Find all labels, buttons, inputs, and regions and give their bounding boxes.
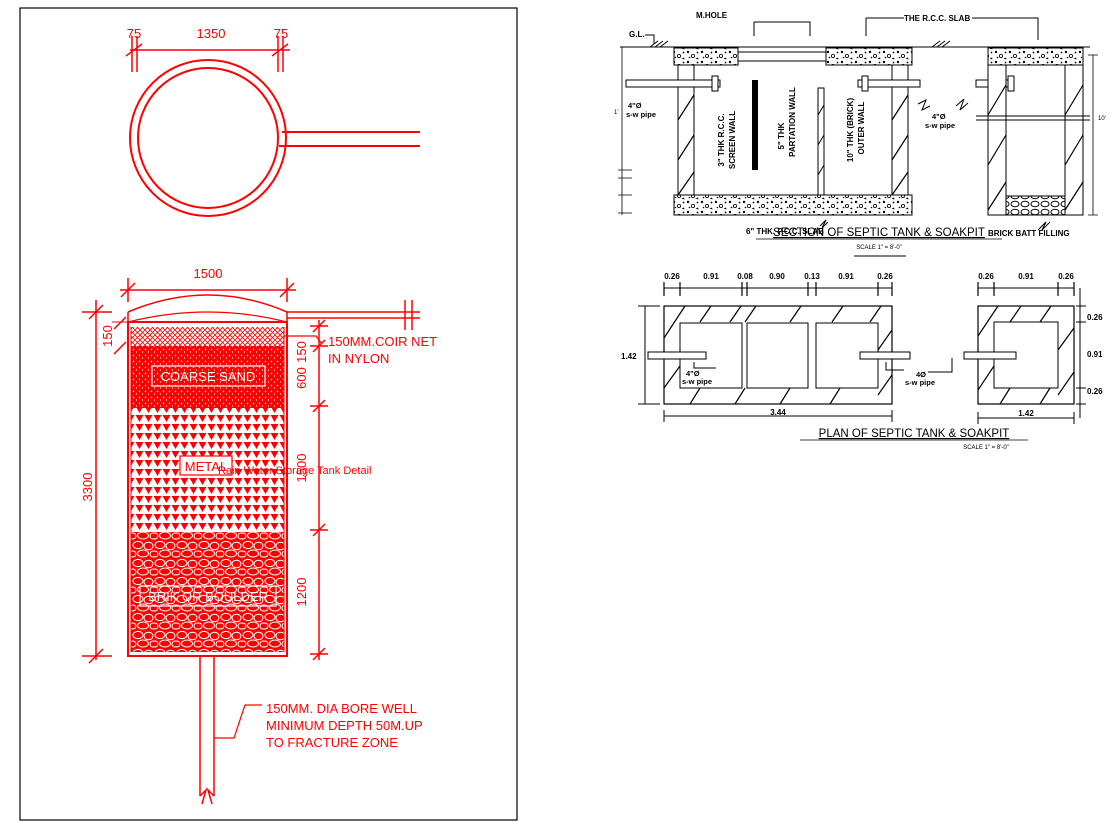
plan-pipe-b-2: s-w pipe	[905, 378, 935, 387]
plan-dim-4: 0.13	[804, 272, 820, 281]
label-partition-2: PARTATION WALL	[788, 87, 797, 157]
layer-boulder	[131, 532, 284, 652]
label-pipe-left-1: 4"Ø	[628, 101, 642, 110]
pit-dim-0: 0.26	[978, 272, 994, 281]
dim-width: 1500	[194, 266, 223, 281]
dim-right-edge: 10'	[1098, 116, 1106, 122]
note-bore-3: TO FRACTURE ZONE	[266, 735, 398, 750]
plan-pit-pipe	[963, 351, 1017, 360]
inlet-pipe	[625, 79, 721, 88]
outlet-pipe-section	[857, 79, 921, 88]
pit-side-dim-0: 0.26	[1087, 313, 1103, 322]
dim-left-edge: 1'	[614, 110, 618, 116]
dim-right-b: 600	[294, 367, 309, 389]
label-coarse-sand: COARSE SAND	[161, 369, 256, 384]
dim-right-a: 150	[294, 341, 309, 363]
recharge-pit-panel: 75 1350 75 1500 COARSE SAND METAL	[19, 7, 518, 821]
note-coir-net-1: 150MM.COIR NET	[328, 334, 437, 349]
tank-chamber-2	[746, 322, 809, 389]
label-outer-1: 10" THK (BRICK)	[846, 98, 855, 163]
label-metal: METAL	[185, 459, 227, 474]
plan-scale: SCALE 1" = 8'-0"	[963, 445, 1009, 451]
layer-coarse-sand	[131, 346, 284, 408]
plan-inlet-pipe	[647, 351, 707, 360]
pit-plan-view	[125, 36, 420, 217]
label-boulder: BRIK OR BOULDER	[148, 589, 268, 604]
note-coir-net-2: IN NYLON	[328, 351, 389, 366]
note-bore-2: MINIMUM DEPTH 50M.UP	[266, 718, 423, 733]
plan-pipe-b-1: 4Ø	[916, 370, 926, 379]
brick-batt-fill	[1005, 195, 1066, 216]
soakpit-right-wall	[1064, 64, 1084, 216]
label-screen-wall-1: 3" THK R.C.C.	[717, 113, 726, 166]
bore-well-pipe	[199, 656, 262, 805]
plan-pipe-a-2: s-w pipe	[682, 377, 712, 386]
plan-pit-width: 1.42	[1018, 409, 1034, 418]
septic-plan-view: 0.26 0.91 0.08 0.90 0.13 0.91 0.26 0.26 …	[621, 272, 1103, 451]
pit-width-dimension	[120, 278, 296, 302]
plan-dim-6: 0.26	[877, 272, 893, 281]
pit-slab	[987, 47, 1084, 66]
label-pipe-right-2: s-w pipe	[925, 121, 955, 130]
plan-outlet-pipe	[859, 351, 911, 360]
pit-side-dim-2: 0.26	[1087, 387, 1103, 396]
label-pcc-slab: 6" THK. P.C.C. SLAB	[746, 227, 824, 236]
label-gl: G.L.	[629, 30, 645, 39]
dim-total-height: 3300	[80, 473, 95, 502]
septic-section-view: G.L. M.HOLE THE R.C.C. SLAB 4"Ø s-w pipe…	[614, 11, 1106, 257]
dim-top-middle: 1350	[197, 26, 226, 41]
pit-side-dim-1: 0.91	[1087, 350, 1103, 359]
manhole-cover	[737, 51, 827, 62]
partition-wall	[817, 87, 825, 196]
plan-pipe-a-1: 4"Ø	[686, 369, 700, 378]
rcc-slab-right	[825, 47, 913, 66]
label-screen-wall-2: SCREEN WALL	[728, 111, 737, 169]
rcc-slab-left	[673, 47, 739, 66]
dim-right-d: 1200	[294, 578, 309, 607]
total-height-dimension	[82, 300, 128, 664]
label-partition-1: 5" THK	[777, 122, 786, 149]
label-outer-2: OUTER WALL	[857, 101, 866, 154]
pit-dim-2: 0.26	[1058, 272, 1074, 281]
pcc-slab	[673, 194, 913, 216]
label-brick-batt: BRICK BATT FILLING	[988, 229, 1070, 238]
plan-length: 3.44	[770, 408, 786, 417]
plan-height: 1.42	[621, 352, 637, 361]
pit-dome-cover	[127, 294, 288, 313]
plan-dim-3: 0.90	[769, 272, 785, 281]
plan-dim-5: 0.91	[838, 272, 854, 281]
layer-coir-net	[131, 327, 284, 346]
coir-net-leader	[284, 335, 323, 345]
dim-side-left: 150	[100, 325, 115, 347]
plan-title: PLAN OF SEPTIC TANK & SOAKPIT	[819, 428, 1010, 440]
outlet-pipe	[287, 300, 420, 330]
label-pipe-right-1: 4"Ø	[932, 112, 946, 121]
dim-top-left: 75	[127, 26, 141, 41]
dim-top-right: 75	[274, 26, 288, 41]
section-title: SECTION OF SEPTIC TANK & SOAKPIT	[773, 227, 985, 239]
soakpit-left-wall	[987, 64, 1007, 216]
label-pipe-left-2: s-w pipe	[626, 110, 656, 119]
panel-frame	[19, 7, 518, 821]
label-rcc-slab: THE R.C.C. SLAB	[904, 14, 970, 23]
section-scale: SCALE 1" = 8'-0"	[856, 245, 902, 251]
pit-dim-1: 0.91	[1018, 272, 1034, 281]
pit-outline	[127, 321, 288, 657]
dim-right-c: 1500	[294, 454, 309, 483]
screen-wall	[752, 80, 758, 170]
layer-dimension-chain	[310, 319, 328, 661]
overlay-title: Rain Water Storage Tank Detail	[218, 465, 371, 477]
plan-dim-0: 0.26	[664, 272, 680, 281]
plan-dim-1: 0.91	[703, 272, 719, 281]
label-manhole: M.HOLE	[696, 11, 728, 20]
plan-dim-2: 0.08	[737, 272, 753, 281]
note-bore-1: 150MM. DIA BORE WELL	[266, 701, 417, 716]
